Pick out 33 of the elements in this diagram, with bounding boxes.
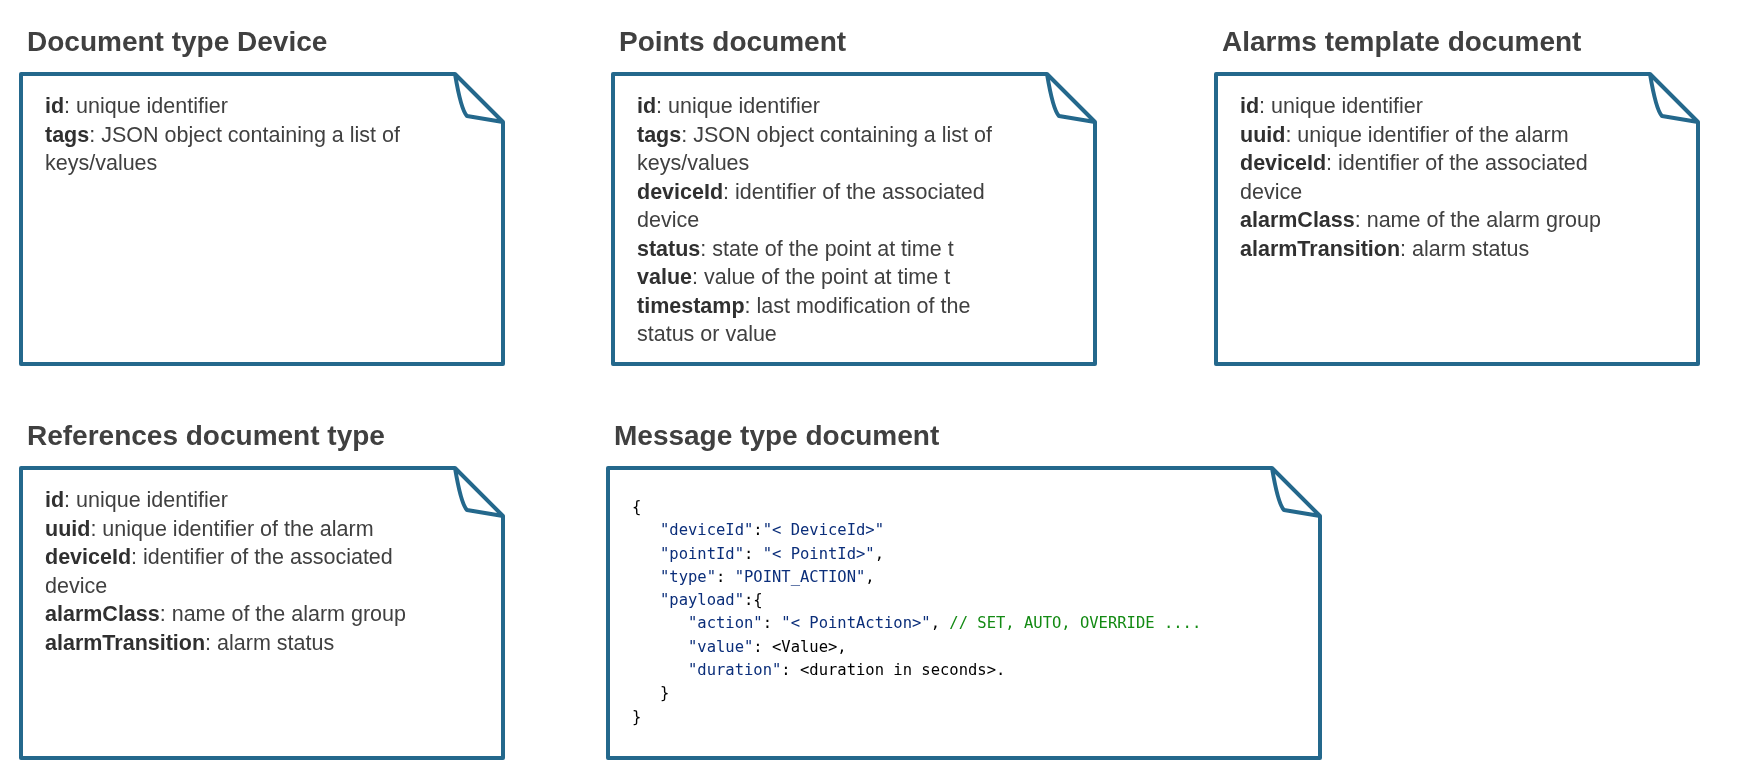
code-line: } bbox=[632, 706, 643, 728]
document-title: Message type document bbox=[613, 419, 941, 453]
field-description: uuid: unique identifier of the alarm bbox=[1240, 121, 1570, 149]
code-line: "deviceId":"< DeviceId>" bbox=[659, 520, 885, 542]
code-line: "action": "< PointAction>", // SET, AUTO, OVERRIDE .... bbox=[687, 613, 1203, 635]
field-description: alarmTransition: alarm status bbox=[1240, 235, 1531, 263]
code-line: "value": <Value>, bbox=[687, 636, 848, 658]
document-title: References document type bbox=[26, 419, 386, 453]
field-description: id: unique identifier bbox=[45, 93, 229, 120]
document-title: Alarms template document bbox=[1221, 25, 1583, 59]
field-description: deviceId: identifier of the associated device bbox=[637, 178, 986, 234]
code-line: "duration": <duration in seconds>. bbox=[687, 660, 1007, 682]
field-description: timestamp: last modification of the status or value bbox=[637, 292, 972, 348]
code-line: } bbox=[659, 683, 671, 705]
document-title: Document type Device bbox=[26, 25, 329, 59]
code-line: { bbox=[632, 497, 643, 518]
field-description: alarmClass: name of the alarm group bbox=[45, 601, 407, 628]
field-description: uuid: unique identifier of the alarm bbox=[45, 515, 375, 543]
code-line: "pointId": "< PointId>", bbox=[659, 543, 885, 565]
code-line: "type": "POINT_ACTION", bbox=[659, 566, 876, 588]
field-description: deviceId: identifier of the associated device bbox=[1240, 150, 1589, 206]
document-title: Points document bbox=[618, 25, 848, 59]
field-description: alarmTransition: alarm status bbox=[45, 629, 336, 657]
field-description: deviceId: identifier of the associated device bbox=[45, 544, 394, 600]
field-description: id: unique identifier bbox=[1240, 93, 1424, 120]
field-description: id: unique identifier bbox=[45, 487, 229, 514]
field-description: id: unique identifier bbox=[637, 93, 821, 120]
field-description: tags: JSON object containing a list of keys/values bbox=[637, 121, 993, 177]
code-line: "payload":{ bbox=[659, 590, 764, 612]
field-description: value: value of the point at time t bbox=[637, 264, 952, 291]
field-description: alarmClass: name of the alarm group bbox=[1240, 207, 1602, 234]
field-description: tags: JSON object containing a list of keys/values bbox=[45, 121, 401, 177]
field-description: status: state of the point at time t bbox=[637, 235, 955, 263]
